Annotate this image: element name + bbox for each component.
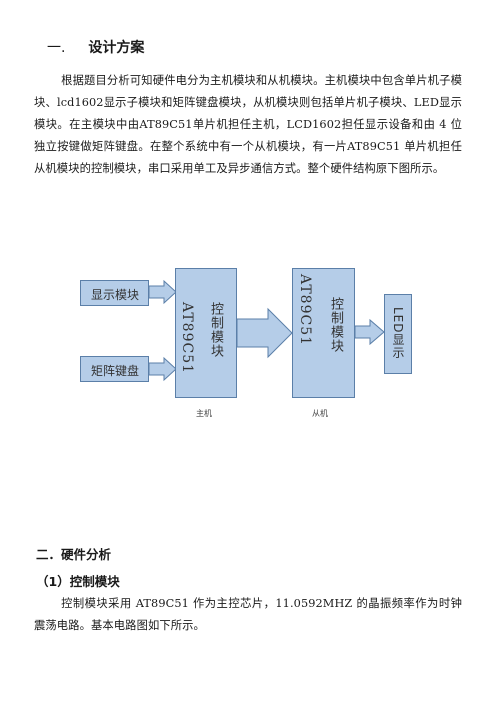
section-1-number: 一. <box>47 40 66 56</box>
slave-control-box: AT89C51 控制模块 <box>292 268 355 398</box>
section-1-title: 设计方案 <box>88 40 145 56</box>
display-module-label: 显示模块 <box>91 288 140 302</box>
arrow-slave-to-led <box>354 318 385 346</box>
slave-caption: 从机 <box>312 409 328 418</box>
led-display-box: LED显示 <box>384 294 412 374</box>
matrix-keyboard-label: 矩阵键盘 <box>91 364 140 378</box>
master-caption: 主机 <box>196 409 212 418</box>
section-1-paragraph-block: 根据题目分析可知硬件电分为主机模块和从机模块。主机模块中包含单片机子模块、lcd… <box>34 70 462 180</box>
led-display-label: LED显示 <box>391 307 405 360</box>
display-module-box: 显示模块 <box>80 280 149 306</box>
section-2-title: 二．硬件分析 <box>36 547 112 562</box>
section-2-paragraph-block: 控制模块采用 AT89C51 作为主控芯片，11.0592MHZ 的晶振频率作为… <box>34 593 462 637</box>
arrow-keyboard-to-master <box>148 356 177 382</box>
master-control-box: AT89C51 控制模块 <box>175 268 237 398</box>
arrow-display-to-master <box>148 279 177 305</box>
subsection-1-title: （1）控制模块 <box>36 574 120 589</box>
section-1-heading: 一. 设计方案 <box>47 37 144 57</box>
slave-control-label: 控制模块 <box>328 297 343 353</box>
section-1-paragraph: 根据题目分析可知硬件电分为主机模块和从机模块。主机模块中包含单片机子模块、lcd… <box>34 74 462 175</box>
arrow-master-to-slave <box>236 307 293 359</box>
master-control-label: 控制模块 <box>208 302 223 358</box>
section-2-paragraph: 控制模块采用 AT89C51 作为主控芯片，11.0592MHZ 的晶振频率作为… <box>34 597 462 632</box>
master-chip-label: AT89C51 <box>179 302 195 375</box>
matrix-keyboard-box: 矩阵键盘 <box>80 356 149 382</box>
slave-chip-label: AT89C51 <box>297 274 313 347</box>
